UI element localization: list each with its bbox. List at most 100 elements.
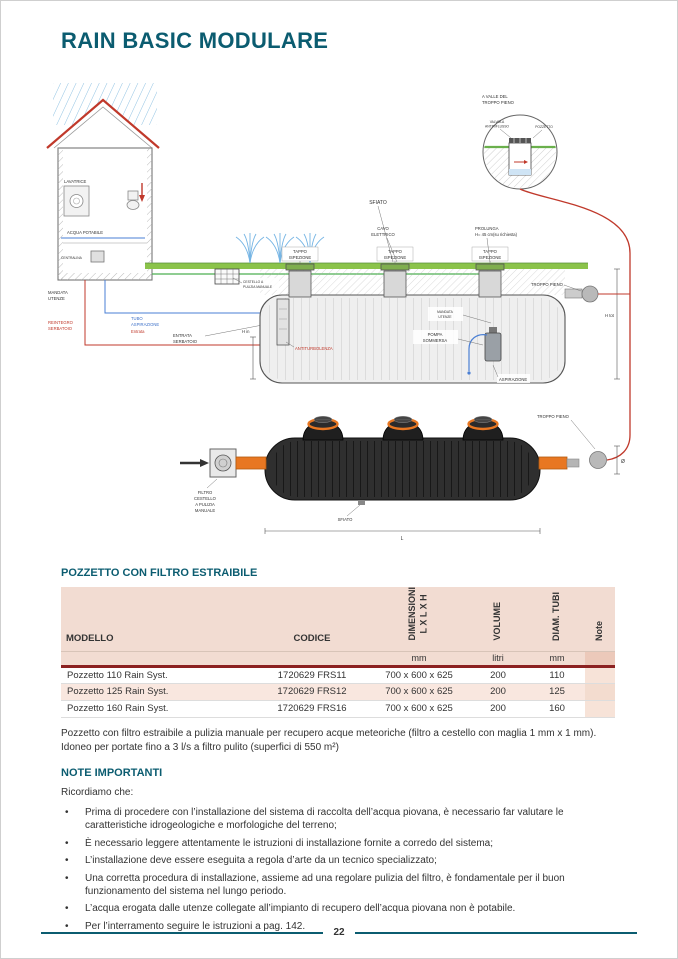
cell-volume: 200 — [467, 666, 529, 684]
page-footer: 22 — [41, 927, 637, 938]
inspection-cap-labels: TAPPO ISPEZIONE TAPPO ISPEZIONE TAPPO IS… — [281, 246, 509, 264]
label-antiturbolenza: ANTITURBOLENZA — [295, 346, 333, 351]
note-item-text: L’installazione deve essere eseguita a r… — [85, 855, 437, 866]
label-troppo-pieno-1: TROPPO PIENO — [531, 282, 564, 287]
label-h-tot: H tot — [605, 313, 615, 318]
tank-annotations: SFIATO CAVO ELETTRICO PROLUNGA H= 45 cm(… — [242, 200, 620, 383]
label-troppo-pieno-2: TROPPO PIENO — [537, 414, 570, 419]
downspout-arrow — [139, 183, 145, 202]
grass — [145, 263, 588, 269]
label-tubo-aspirazione-2: ASPIRAZIONE — [131, 322, 159, 327]
note-item: Per l’interramento seguire le istruzioni… — [61, 920, 621, 933]
note-item: È necessario leggere attentamente le ist… — [61, 837, 621, 850]
col-header-dimensioni-sublabel: L X L X H — [419, 594, 429, 634]
note-item-text: L’acqua erogata dalle utenze collegate a… — [85, 903, 516, 914]
washing-machine — [63, 185, 90, 217]
riser-2 — [380, 263, 410, 298]
product-cap-3 — [461, 415, 505, 442]
cell-dimensioni: 700 x 600 x 625 — [371, 700, 467, 718]
label-acqua-potabile: ACQUA POTABILE — [67, 230, 103, 235]
label-valvola-1: VALVOLA — [490, 120, 505, 124]
col-header-volume: VOLUME — [467, 587, 529, 652]
label-l-dimension: L — [401, 536, 404, 542]
label-cestello-2: PULIZIA MANUALE — [243, 285, 273, 289]
cell-codice: 1720629 FRS12 — [253, 683, 371, 701]
unit-cell-codice — [253, 650, 371, 668]
label-aspirazione: ASPIRAZIONE — [499, 377, 527, 382]
cell-modello: Pozzetto 110 Rain Syst. — [61, 666, 253, 684]
col-header-note-label: Note — [594, 620, 605, 641]
roof — [46, 98, 160, 149]
label-centralina: CENTRALINA — [61, 256, 83, 260]
note-item: Prima di procedere con l’installazione d… — [61, 806, 621, 832]
label-entrata: Entrata — [131, 329, 145, 334]
label-mandata-utenze-2: UTENZE — [48, 296, 65, 301]
note-item: L’installazione deve essere eseguita a r… — [61, 854, 621, 867]
cell-diam-tubi: 110 — [529, 666, 585, 684]
label-filtro-2: CESTELLO — [194, 496, 217, 501]
label-tubo-aspirazione-1: TUBO — [131, 316, 143, 321]
page-title: RAIN BASIC MODULARE — [61, 28, 329, 53]
cell-dimensioni: 700 x 600 x 625 — [371, 683, 467, 701]
toilet — [126, 190, 140, 210]
label-tappo-1b: ISPEZIONE — [289, 255, 312, 260]
note-item-text: Una corretta procedura di installazione,… — [85, 872, 565, 897]
unit-cell-volume: litri — [467, 650, 529, 668]
label-pompa-1: POMPA — [428, 332, 443, 337]
label-pompa-2: SOMMERSA — [423, 338, 448, 343]
label-sfiato: SFIATO — [369, 200, 387, 206]
submersible-pump — [484, 327, 502, 362]
label-lavatrice: LAVATRICE — [64, 179, 87, 184]
col-header-note: Note — [585, 587, 615, 652]
cell-diam-tubi: 125 — [529, 683, 585, 701]
inlet-filter-basket — [180, 448, 267, 478]
col-header-volume-label: VOLUME — [492, 602, 503, 641]
table-row: Pozzetto 125 Rain Syst. 1720629 FRS12 70… — [61, 683, 615, 701]
table-row: Pozzetto 110 Rain Syst. 1720629 FRS11 70… — [61, 666, 615, 684]
cell-diam-tubi: 160 — [529, 700, 585, 718]
note-item-text: Per l’interramento seguire le istruzioni… — [85, 920, 306, 932]
col-header-codice-label: CODICE — [293, 632, 331, 644]
overflow-pipe — [519, 188, 631, 461]
control-unit — [90, 250, 105, 263]
sprinkler-spray-1 — [235, 232, 265, 264]
spec-table: MODELLO CODICE DIMENSIONI L X L X H VOLU… — [61, 587, 615, 718]
product-cap-1 — [301, 415, 345, 442]
label-mandata-tank-2: UTENZE — [438, 315, 452, 319]
label-pozzetto: POZZETTO — [535, 125, 553, 129]
unit-cell-modello — [61, 650, 253, 668]
label-tappo-1a: TAPPO — [293, 249, 308, 254]
overflow-detail: A VALLE DEL TROPPO PIENO VALVOLA ANTIRI — [482, 94, 558, 190]
inflow-arrow — [200, 459, 209, 467]
label-diametro: Ø — [621, 459, 625, 465]
col-header-diam-tubi-label: DIAM. TUBI — [551, 591, 562, 641]
label-filtro-4: MANUALE — [195, 508, 215, 513]
cell-volume: 200 — [467, 683, 529, 701]
notes-title: NOTE IMPORTANTI — [61, 767, 163, 779]
riser-3 — [475, 263, 505, 298]
cell-codice: 1720629 FRS16 — [253, 700, 371, 718]
label-cestello-1: CESTELLO A — [243, 280, 264, 284]
outlet-fitting-orange — [538, 456, 568, 470]
outlet-stub — [566, 458, 580, 468]
label-mandata-utenze-1: MANDATA — [48, 290, 68, 295]
table-section-title: POZZETTO CON FILTRO ESTRAIBILE — [61, 567, 258, 579]
overflow-circle — [589, 451, 607, 469]
col-header-dimensioni-label: DIMENSIONI — [407, 587, 418, 641]
label-valvola-2: ANTIRIFLUSSO — [485, 125, 509, 129]
left-labels: MANDATA UTENZE REINTEGRO SERBATOIO TUBO … — [48, 290, 274, 344]
product-cap-2 — [381, 415, 425, 442]
label-filtro-1: FILTRO — [198, 490, 213, 495]
cell-dimensioni: 700 x 600 x 625 — [371, 666, 467, 684]
col-header-diam-tubi: DIAM. TUBI — [529, 587, 585, 652]
note-item: Una corretta procedura di installazione,… — [61, 872, 621, 898]
note-item-text: È necessario leggere attentamente le ist… — [85, 837, 493, 849]
cell-note — [585, 700, 615, 718]
unit-cell-diam-tubi: mm — [529, 650, 585, 668]
cell-note — [585, 666, 615, 684]
col-header-modello: MODELLO — [61, 587, 253, 652]
cell-modello: Pozzetto 125 Rain Syst. — [61, 683, 253, 701]
cell-codice: 1720629 FRS11 — [253, 666, 371, 684]
label-tappo-3a: TAPPO — [483, 249, 498, 254]
